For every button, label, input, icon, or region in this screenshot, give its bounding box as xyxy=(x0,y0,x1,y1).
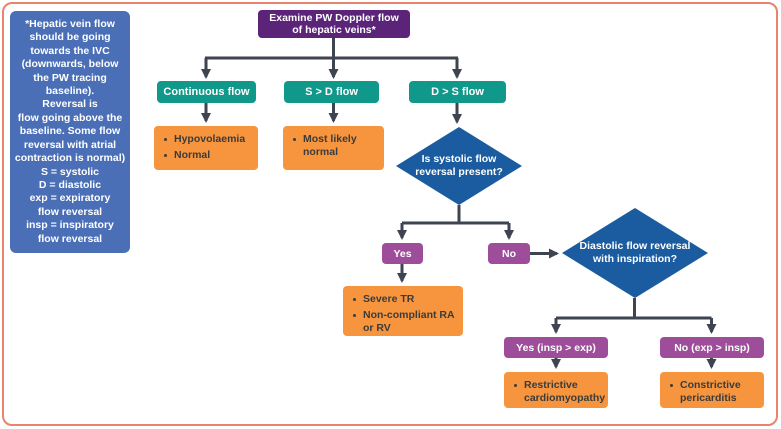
decision-diastolic-reversal: Diastolic flow reversal with inspiration… xyxy=(562,208,708,298)
list-item: Most likely normal xyxy=(292,133,380,159)
bullet-icon xyxy=(164,154,167,157)
bullet-icon xyxy=(164,138,167,141)
outcome-text: Hypovolaemia xyxy=(174,133,246,145)
branch-s-greater-d-flow: S > D flow xyxy=(284,81,379,103)
bullet-icon xyxy=(514,384,517,387)
decision-systolic-reversal: Is systolic flow reversal present? xyxy=(396,127,522,205)
answer-no-diastolic: No (exp > insp) xyxy=(660,337,764,358)
list-item: Normal xyxy=(163,149,254,162)
outcome-continuous-flow: Hypovolaemia Normal xyxy=(154,126,258,170)
list-item: Restrictive cardiomyopathy xyxy=(513,379,606,405)
bullet-icon xyxy=(293,138,296,141)
outcome-s-greater-d: Most likely normal xyxy=(283,126,384,170)
branch-d-greater-s-flow: D > S flow xyxy=(409,81,506,103)
outcome-text: Most likely normal xyxy=(303,133,357,158)
bullet-icon xyxy=(353,298,356,301)
outcome-diastolic-no: Constrictive pericarditis xyxy=(660,372,764,408)
outcome-systolic-yes: Severe TR Non-compliant RA or RV xyxy=(343,286,463,336)
outcome-text: Normal xyxy=(174,149,211,161)
bullet-icon xyxy=(353,314,356,317)
list-item: Hypovolaemia xyxy=(163,133,254,146)
branch-continuous-flow: Continuous flow xyxy=(157,81,256,103)
root-node-examine-pw-doppler: Examine PW Doppler flow of hepatic veins… xyxy=(258,10,410,38)
list-item: Non-compliant RA or RV xyxy=(352,309,459,335)
outcome-text: Severe TR xyxy=(363,293,415,305)
list-item: Severe TR xyxy=(352,293,459,306)
list-item: Constrictive pericarditis xyxy=(669,379,760,405)
bullet-icon xyxy=(670,384,673,387)
outcome-text: Non-compliant RA or RV xyxy=(363,309,455,334)
answer-yes-systolic: Yes xyxy=(382,243,423,264)
outcome-text: Constrictive pericarditis xyxy=(680,379,741,404)
answer-no-systolic: No xyxy=(488,243,530,264)
outcome-text: Restrictive cardiomyopathy xyxy=(524,379,606,404)
answer-yes-diastolic: Yes (insp > exp) xyxy=(504,337,608,358)
outcome-diastolic-yes: Restrictive cardiomyopathy xyxy=(504,372,608,408)
footnote-panel: *Hepatic vein flow should be going towar… xyxy=(10,11,130,253)
